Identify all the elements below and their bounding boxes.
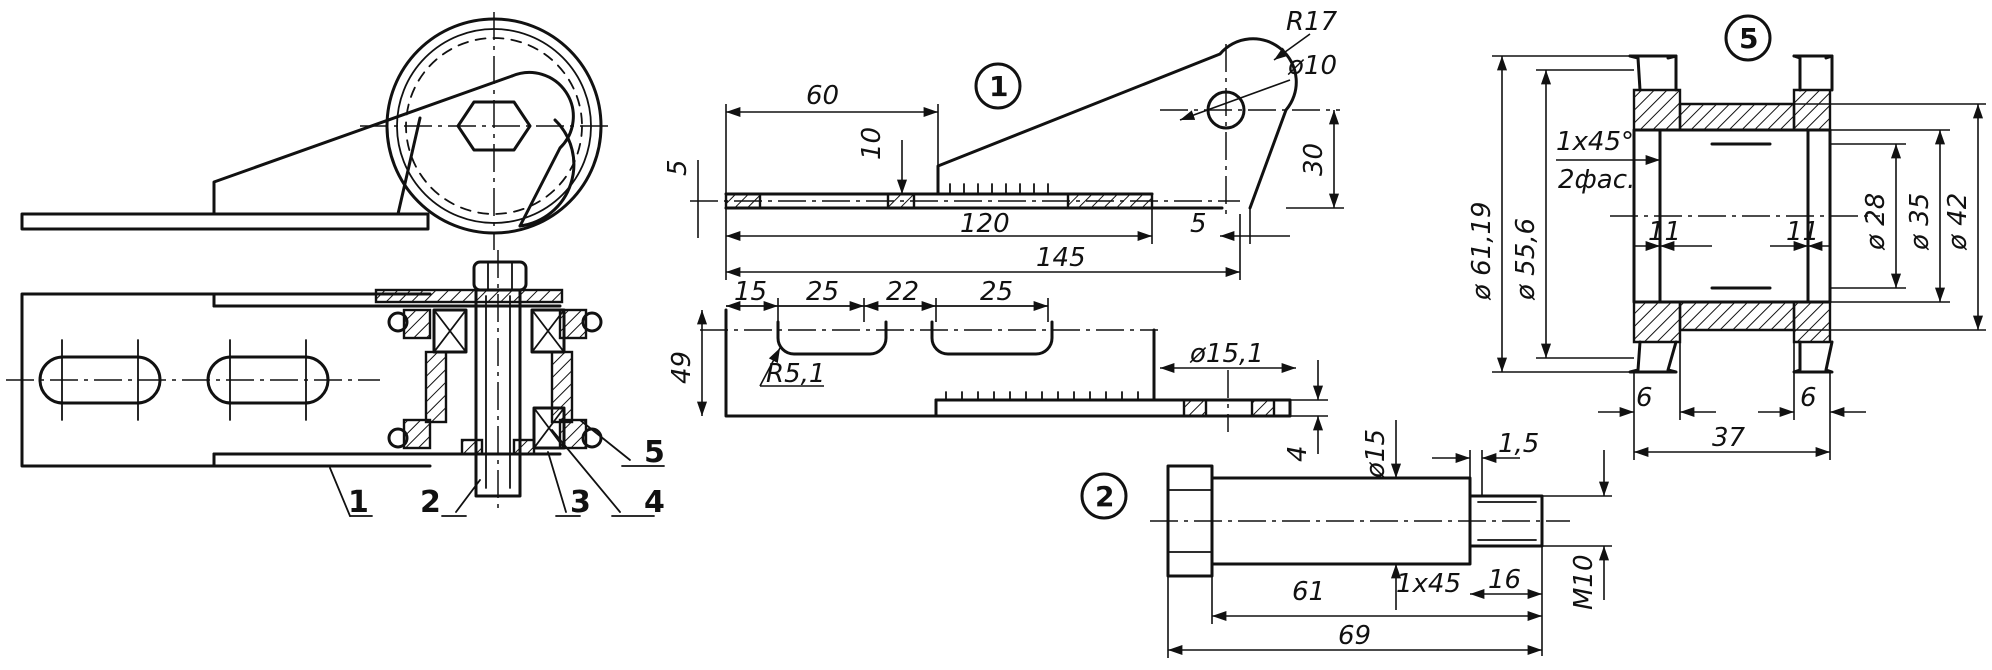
part1-dim-25-b: 25 <box>980 277 1013 307</box>
part-5-drawing: 5 ø 61,19 ø 55,6 1x45° 2фас. 11 <box>1467 14 1986 460</box>
assembly-label-2: 2 <box>420 485 441 520</box>
part5-dim-37: 37 <box>1712 423 1746 453</box>
part-5-number: 5 <box>1739 22 1758 55</box>
part1-dim-4: 4 <box>1283 445 1313 462</box>
assembly-label-5: 5 <box>644 435 665 470</box>
part1-dim-15: 15 <box>734 277 767 307</box>
part1-dim-25-a: 25 <box>806 277 839 307</box>
part1-dim-22: 22 <box>886 277 919 307</box>
part1-dim-5-right: 5 <box>1190 209 1207 239</box>
part1-dim-5-left: 5 <box>663 159 693 176</box>
part2-dim-69: 69 <box>1338 621 1371 651</box>
part2-dim-61: 61 <box>1292 577 1325 607</box>
part1-dim-30: 30 <box>1299 143 1329 176</box>
part2-dim-16: 16 <box>1488 565 1521 595</box>
part5-dim-11-a: 11 <box>1648 217 1681 247</box>
assembly-label-4: 4 <box>644 485 665 520</box>
part1-dim-60: 60 <box>806 81 839 111</box>
part5-dim-dia6119: ø 61,19 <box>1467 201 1497 301</box>
part5-dim-dia35: ø 35 <box>1905 193 1935 251</box>
part-2-number: 2 <box>1095 480 1114 513</box>
part1-dim-dia151: ø15,1 <box>1189 339 1264 369</box>
part2-dim-m10: M10 <box>1569 554 1599 610</box>
part1-dim-120: 120 <box>960 209 1010 239</box>
part5-chamfer-2: 2фас. <box>1558 165 1635 195</box>
part5-dim-6-b: 6 <box>1800 383 1817 413</box>
part2-dim-1-5: 1,5 <box>1498 429 1539 459</box>
assembly-label-1: 1 <box>348 485 369 520</box>
part5-dim-6-a: 6 <box>1636 383 1653 413</box>
assembly-top-view <box>20 12 612 250</box>
part5-dim-dia42: ø 42 <box>1943 193 1973 251</box>
part1-dim-49: 49 <box>667 351 697 384</box>
part1-dim-r51: R5,1 <box>766 359 825 389</box>
part-1-callout <box>974 62 1022 110</box>
part2-dim-chamfer: 1x45 <box>1396 569 1461 599</box>
part5-dim-dia28: ø 28 <box>1861 193 1891 251</box>
assembly-label-3: 3 <box>570 485 591 520</box>
part1-dim-10: 10 <box>857 127 887 160</box>
part-2-drawing: 2 ø15 1,5 61 1x45 16 M10 69 <box>1080 420 1612 658</box>
part5-chamfer-1: 1x45° <box>1556 127 1634 157</box>
part1-dim-r17: R17 <box>1286 7 1338 37</box>
part-1-number: 1 <box>989 70 1008 103</box>
part-1-drawing: 1 60 10 5 120 145 R17 <box>663 7 1344 462</box>
part1-dim-145: 145 <box>1036 243 1086 273</box>
part5-dim-11-b: 11 <box>1786 217 1819 247</box>
part2-dim-dia15: ø15 <box>1361 429 1391 479</box>
assembly-section-view: 1 2 3 4 5 <box>6 250 665 520</box>
part5-dim-dia556: ø 55,6 <box>1511 218 1541 301</box>
part1-dim-dia10: ø10 <box>1287 51 1337 81</box>
